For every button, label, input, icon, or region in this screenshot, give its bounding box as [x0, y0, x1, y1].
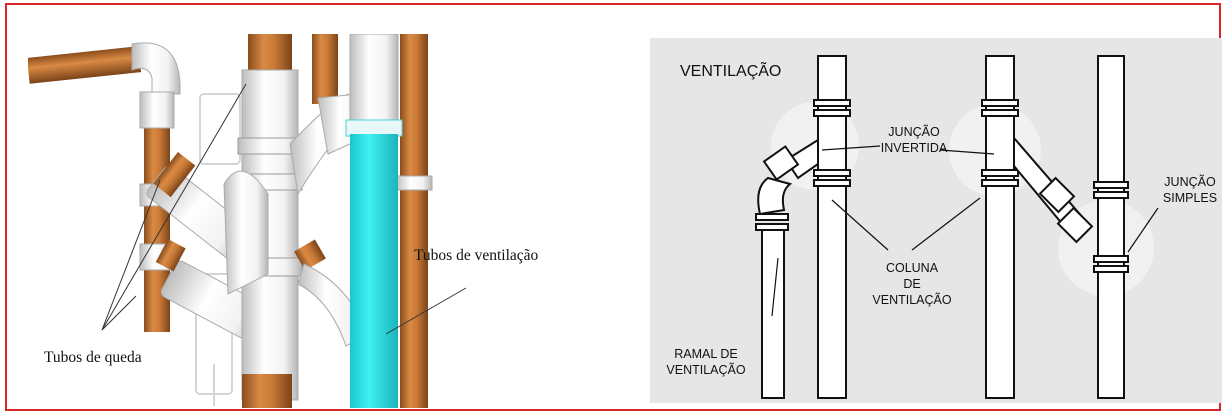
label-branch-1: RAMAL DE	[674, 347, 737, 361]
ventilation-column-far-right	[1097, 55, 1125, 399]
ventilation-column-left	[817, 55, 847, 399]
cyan-vent-pipe	[350, 134, 398, 408]
label-vent-pipes: Tubos de ventilação	[414, 247, 539, 264]
vent-diagram-panel: VENTILAÇÃO JUNÇÃO INVERTIDA JUNÇÃO SIMPL…	[650, 38, 1222, 403]
pipe-render-panel: Tubos de queda Tubos de ventilação	[28, 34, 596, 408]
label-column-2: DE	[903, 277, 920, 291]
ventilation-branch	[761, 229, 785, 399]
label-inverted-junction-1: JUNÇÃO	[888, 125, 940, 139]
label-inverted-junction-2: INVERTIDA	[881, 141, 948, 155]
horizontal-copper-pipe	[28, 46, 142, 84]
label-simple-junction-2: SIMPLES	[1163, 191, 1217, 205]
leader-lines	[771, 145, 1159, 317]
pipe-drawing	[755, 55, 1129, 399]
label-column-1: COLUNA	[886, 261, 939, 275]
right-copper-stack	[312, 34, 338, 104]
diagram-title: VENTILAÇÃO	[680, 60, 781, 80]
white-elbow	[131, 42, 181, 95]
label-fall-pipes: Tubos de queda	[44, 349, 142, 366]
central-copper-top	[248, 34, 292, 74]
background-fittings	[195, 93, 241, 406]
far-right-copper-stack	[400, 34, 428, 408]
label-simple-junction-1: JUNÇÃO	[1164, 175, 1216, 189]
ventilation-column-right	[985, 55, 1015, 399]
vent-diagram: VENTILAÇÃO JUNÇÃO INVERTIDA JUNÇÃO SIMPL…	[666, 55, 1217, 399]
vent-stack-upper	[349, 34, 399, 125]
label-branch-2: VENTILAÇÃO	[666, 363, 745, 377]
leader-lines	[101, 83, 467, 335]
label-column-3: VENTILAÇÃO	[872, 293, 951, 307]
pipe-render: Tubos de queda Tubos de ventilação	[28, 34, 539, 408]
